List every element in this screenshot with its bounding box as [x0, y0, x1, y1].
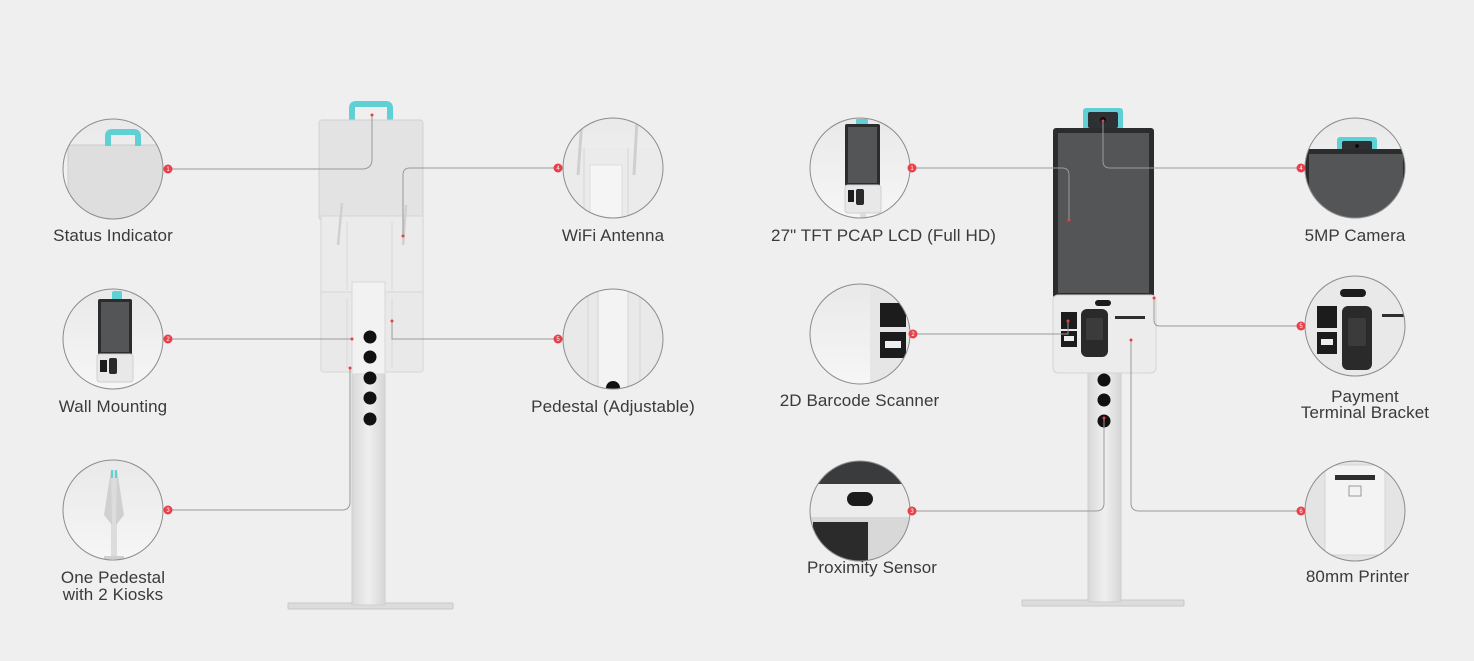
left-kiosk-illustration: [287, 101, 454, 610]
right-kiosk-marker-2: [908, 329, 918, 339]
pedestal-closeup: [562, 288, 664, 390]
right-kiosk-marker-5: [1296, 321, 1306, 331]
left-kiosk-marker-number-5: 5: [556, 337, 560, 343]
camera-closeup: [1304, 117, 1406, 219]
proximity-sensor-closeup: [809, 460, 911, 562]
left-kiosk-marker-number-3: 3: [166, 508, 170, 514]
left-cable-holes: [363, 330, 377, 426]
label-barcode-scanner: 2D Barcode Scanner: [779, 391, 940, 410]
right-kiosk-marker-number-1: 1: [910, 166, 914, 172]
right-kiosk-marker-number-5: 5: [1299, 324, 1303, 330]
label-one-pedestal: One Pedestal with 2 Kiosks: [60, 568, 166, 604]
left-middle-section: [320, 215, 424, 295]
right-kiosk-marker-3: [907, 506, 917, 516]
kiosk-front-thumbnail: [809, 117, 911, 219]
wall-mount-kiosk-thumbnail: [62, 288, 164, 390]
right-kiosk-marker-number-3: 3: [910, 509, 914, 515]
callout-markers: 1 2 3 4 5 1 2 3 4 5 6: [163, 163, 1306, 516]
dual-kiosk-pedestal-thumbnail: [62, 459, 164, 561]
label-wifi-antenna: WiFi Antenna: [561, 226, 665, 245]
left-kiosk-marker-number-2: 2: [166, 337, 170, 343]
right-kiosk-marker-number-4: 4: [1299, 166, 1303, 172]
label-status-indicator: Status Indicator: [53, 226, 173, 245]
left-kiosk-marker-4: [553, 163, 563, 173]
left-kiosk-marker-number-1: 1: [166, 167, 170, 173]
left-kiosk-marker-2: [163, 334, 173, 344]
barcode-scanner-closeup: [809, 283, 911, 385]
left-kiosk-marker-1: [163, 164, 173, 174]
left-kiosk-marker-3: [163, 505, 173, 515]
leader-lines: [168, 115, 1301, 512]
right-printer-slot: [1115, 316, 1145, 319]
label-wall-mounting: Wall Mounting: [58, 397, 168, 416]
right-proximity-sensor: [1095, 300, 1111, 306]
label-lcd: 27" TFT PCAP LCD (Full HD): [771, 226, 996, 245]
right-kiosk-marker-1: [907, 163, 917, 173]
status-indicator-closeup: [62, 118, 164, 220]
right-kiosk-marker-number-2: 2: [911, 332, 915, 338]
label-camera: 5MP Camera: [1304, 226, 1406, 245]
right-kiosk-illustration: [1021, 108, 1185, 607]
left-kiosk-marker-number-4: 4: [556, 166, 560, 172]
right-kiosk-marker-4: [1296, 163, 1306, 173]
right-kiosk-marker-number-6: 6: [1299, 509, 1303, 515]
wifi-antenna-closeup: [562, 117, 664, 219]
label-payment-bracket: Payment Terminal Bracket: [1300, 387, 1430, 422]
label-proximity-sensor: Proximity Sensor: [806, 558, 938, 577]
payment-bracket-closeup: [1304, 275, 1406, 377]
left-antennas: [336, 202, 408, 246]
right-kiosk-marker-6: [1296, 506, 1306, 516]
label-printer: 80mm Printer: [1305, 567, 1410, 586]
label-pedestal-adjustable: Pedestal (Adjustable): [531, 397, 695, 416]
left-status-indicator: [349, 101, 393, 122]
leader-end-dots: [348, 113, 1156, 420]
printer-closeup: [1304, 460, 1406, 562]
left-kiosk-marker-5: [553, 334, 563, 344]
left-upper-panel: [318, 119, 424, 221]
